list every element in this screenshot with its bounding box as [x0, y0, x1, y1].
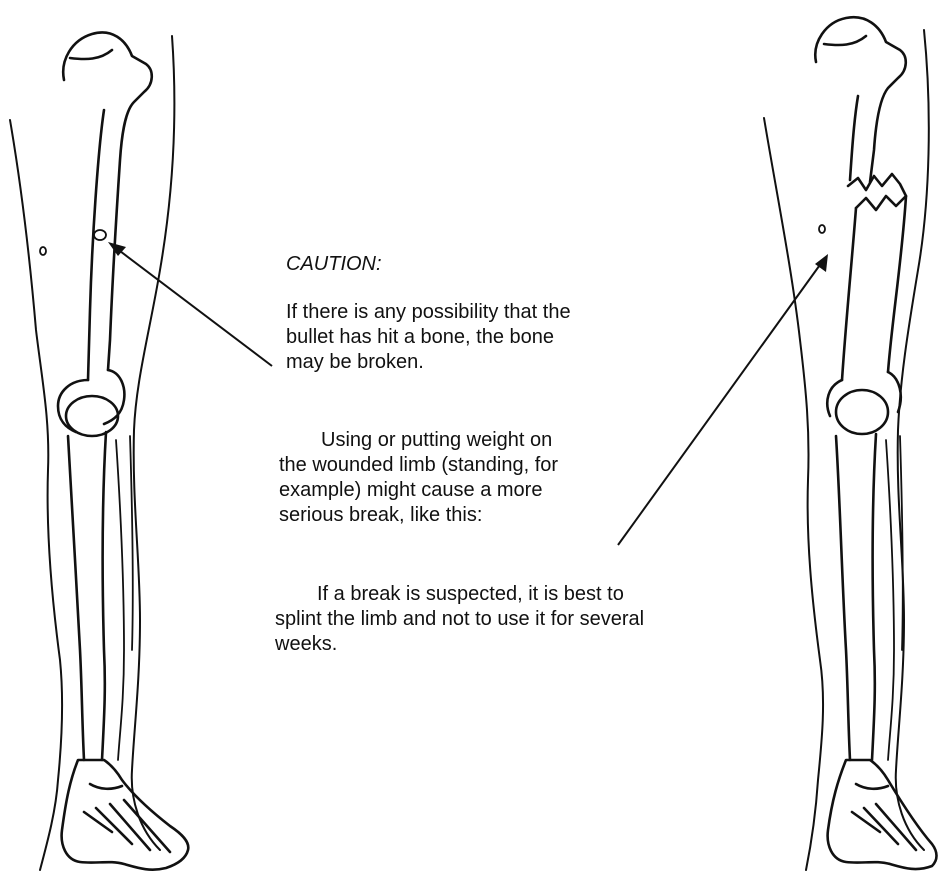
arrow-line-left — [116, 248, 272, 366]
right-patella — [836, 390, 888, 434]
bullet-hole-left — [40, 247, 46, 255]
arrow-line-right — [618, 262, 822, 545]
left-femur — [63, 32, 152, 380]
caution-paragraph-bone-hit: If there is any possibility that the bul… — [286, 300, 586, 375]
bullet-hole-right — [819, 225, 825, 233]
caution-paragraph-weight-bearing: Using or putting weight on the wounded l… — [279, 428, 579, 528]
right-femur-lower — [842, 196, 906, 380]
caution-paragraph-splint-advice: If a break is suspected, it is best to s… — [275, 582, 645, 657]
bullet-hole-femur-left — [94, 230, 106, 240]
left-leg-skin-inner — [132, 36, 175, 850]
left-fibula — [116, 436, 133, 760]
fracture-line — [848, 174, 906, 210]
right-knee — [827, 372, 900, 416]
arrow-to-bullet-hole — [108, 242, 272, 366]
left-patella — [66, 396, 118, 436]
right-tibia — [836, 434, 876, 760]
caution-heading: CAUTION: — [286, 252, 382, 277]
right-leg-skin-outer — [764, 118, 823, 870]
left-leg-skin-outer — [10, 120, 62, 870]
right-femur-upper — [815, 17, 905, 182]
left-foot — [62, 760, 189, 870]
right-leg-illustration — [764, 17, 937, 870]
right-foot — [828, 760, 937, 869]
left-leg-illustration — [10, 32, 188, 870]
arrow-to-break — [618, 254, 828, 545]
left-tibia — [68, 432, 106, 760]
